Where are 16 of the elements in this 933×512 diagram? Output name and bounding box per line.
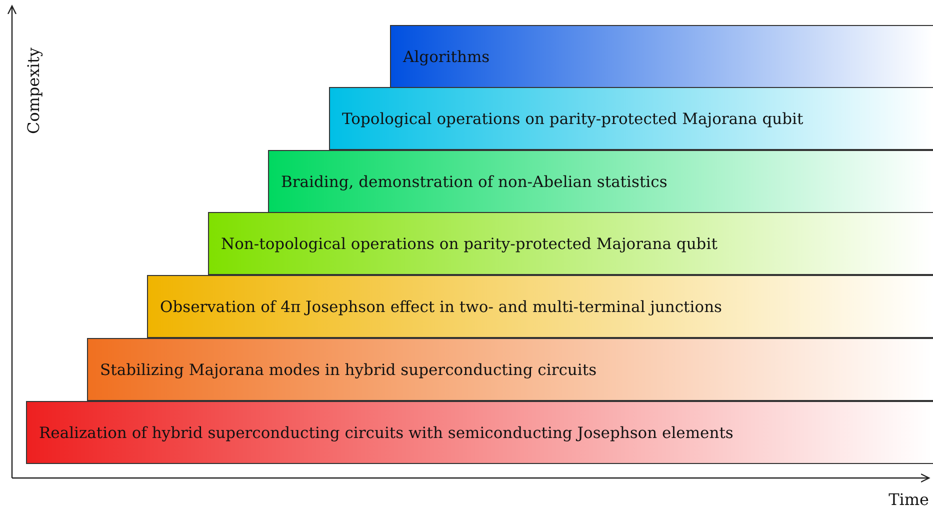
stage-bar [208, 212, 933, 275]
stage-bar [87, 338, 933, 401]
stage-text: Observation of 4π Josephson effect in two- and multi-terminal junctions [159, 298, 722, 316]
stage-text: Braiding, demonstration of non-Abelian statistics [280, 172, 668, 190]
stage-bar [147, 275, 933, 338]
stage-text: Non-topological operations on parity-protected Majorana qubit [220, 234, 718, 252]
stage-bar [268, 150, 933, 213]
stage-text: Topological operations on parity-protected Majorana qubit [341, 110, 804, 128]
stage-text: Realization of hybrid superconducting circuits with semiconducting Josephson elements [38, 424, 734, 442]
stage-bar [329, 87, 933, 150]
stage-bar [390, 25, 933, 88]
stage-text: Algorithms [402, 48, 490, 66]
stage-bar [26, 401, 933, 464]
stage-text: Stabilizing Majorana modes in hybrid superconducting circuits [99, 360, 597, 378]
vertical-axis-label: Compexity [24, 48, 43, 134]
horizontal-axis-label: Time [888, 490, 929, 509]
